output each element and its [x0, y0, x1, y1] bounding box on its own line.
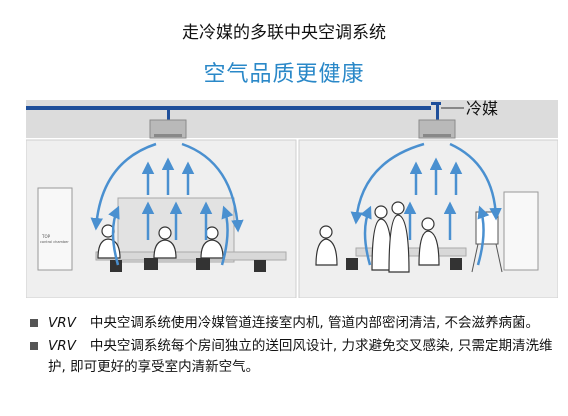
bullet-tag: VRV: [48, 315, 76, 331]
pipe-drop-right: [436, 102, 439, 122]
person-right-1: [315, 225, 338, 266]
door-left: [37, 187, 73, 271]
bullet-item: VRV 中央空调系统使用冷媒管道连接室内机, 管道内部密闭清洁, 不会滋养病菌。: [28, 313, 558, 334]
pipe-label: 冷媒: [466, 100, 498, 118]
person-right-3: [388, 201, 410, 273]
door-sign: TOP: [41, 234, 51, 239]
pipe-drop-left: [167, 108, 170, 122]
ac-unit-left-grille: [154, 134, 182, 137]
bullet-text: 中央空调系统使用冷媒管道连接室内机, 管道内部密闭清洁, 不会滋养病菌。: [89, 315, 540, 331]
chairs-right: [346, 258, 462, 270]
pipe-right-segment: [431, 102, 441, 105]
ac-unit-left: [149, 119, 187, 139]
ac-unit-right: [418, 119, 456, 139]
person-right-4: [418, 217, 440, 266]
bullet-tag: VRV: [48, 338, 76, 354]
chairs-left: [110, 258, 266, 272]
page-title: 走冷媒的多联中央空调系统: [182, 23, 386, 43]
ac-unit-right-grille: [423, 134, 451, 137]
table-left: [95, 251, 287, 261]
airflow-arrows-left: [90, 142, 244, 266]
airflow-arrows-right: [350, 142, 502, 266]
door-sign-2: control chamber: [40, 240, 69, 244]
person-left-2: [153, 226, 177, 259]
page-subtitle: 空气品质更健康: [203, 62, 365, 87]
vrv-room-diagram: 冷媒 TOP control chamber: [26, 100, 558, 298]
door-right: [503, 191, 539, 271]
person-left-3: [200, 226, 224, 259]
refrigerant-pipe: [26, 106, 431, 110]
bullet-text: 中央空调系统每个房间独立的送回风设计, 力求避免交叉感染, 只需定期清洗维护, …: [48, 338, 553, 375]
table-right: [355, 247, 467, 257]
bullet-square-icon: [30, 342, 38, 350]
bullet-square-icon: [30, 319, 38, 327]
